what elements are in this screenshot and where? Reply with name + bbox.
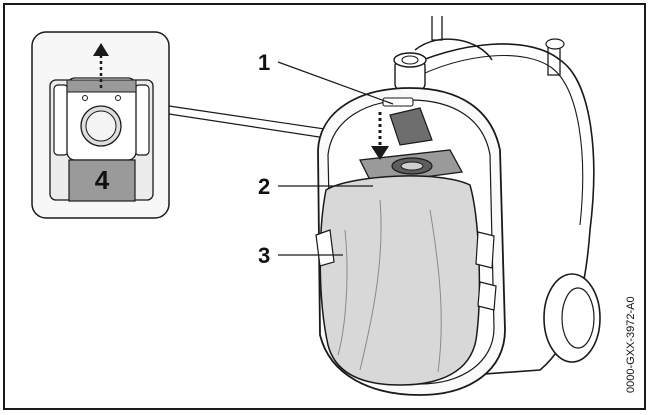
down-arrow-icon [371, 112, 389, 160]
callout-1-leader [277, 61, 394, 105]
inset-detail [31, 31, 170, 219]
vacuum-body [315, 16, 601, 396]
callout-1: 1 [258, 50, 271, 75]
up-arrow-icon [93, 43, 109, 88]
callout-4: 4 [94, 165, 110, 195]
document-id: 0000-GXX-3972-A0 [625, 296, 637, 393]
callout-3: 3 [258, 243, 271, 268]
callout-2: 2 [258, 174, 271, 199]
